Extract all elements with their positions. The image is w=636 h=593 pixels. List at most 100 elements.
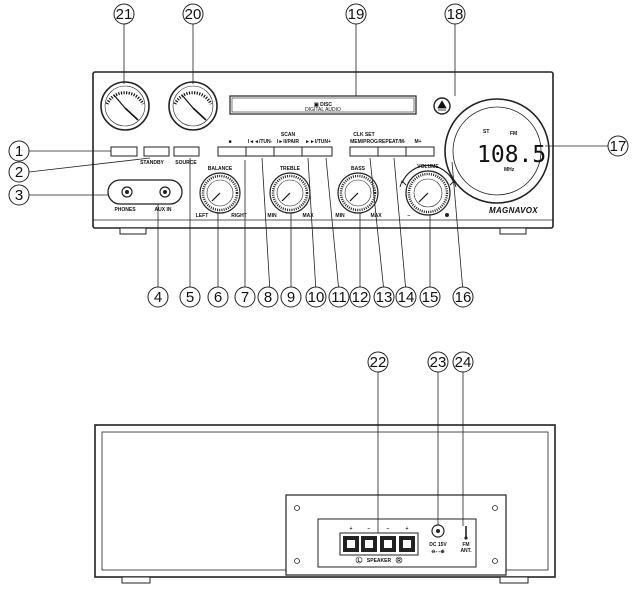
eject-button[interactable] [433,97,451,115]
svg-text:21: 21 [116,6,133,23]
speaker-r-marker [395,556,403,564]
label-mem-prog: MEM/PROG [350,139,378,145]
dc-in-jack[interactable] [431,524,445,538]
display-window: ST FM 108.5 MHz [444,98,550,204]
label-stop: ■ [228,139,231,145]
label-next: ►►I/TUN+ [305,139,331,145]
svg-text:15: 15 [422,289,439,306]
callout-15: 15 [419,286,441,308]
label-scan: SCAN [281,132,296,138]
svg-text:2: 2 [15,164,23,181]
display-unit: MHz [504,167,515,173]
label-standby: STANDBY [140,160,164,166]
label-aux-in: AUX IN [155,207,172,213]
svg-text:23: 23 [430,354,447,371]
callout-1: 1 [8,140,30,162]
display-frequency: 108.5 [477,142,546,168]
callout-19: 19 [345,3,367,25]
volume-knob[interactable] [399,164,457,216]
label-vol-minus: − [408,213,411,219]
play-pause-pair-button[interactable] [273,146,303,157]
label-treble: TREBLE [280,166,301,172]
prev-tun-minus-button[interactable] [245,146,275,157]
vu-meter-left [100,81,150,131]
svg-text:20: 20 [185,6,202,23]
svg-text:10: 10 [308,289,325,306]
callout-14: 14 [395,286,417,308]
next-tun-plus-button[interactable] [301,146,333,157]
display-fm: FM [510,131,517,137]
label-pair: I►II/PAIR [277,139,299,145]
clk-set-mem-prog-button[interactable] [349,146,379,157]
svg-text:22: 22 [370,354,387,371]
fm-ant-label-2: ANT. [460,548,472,554]
fm-antenna-connector[interactable] [464,526,468,540]
callout-13: 13 [373,286,395,308]
label-phones: PHONES [114,207,136,213]
power-button[interactable] [110,146,138,157]
callout-10: 10 [305,286,327,308]
callout-11: 11 [328,286,350,308]
label-mplus: M+ [414,139,421,145]
speaker-label: SPEAKER [367,558,392,564]
bass-knob[interactable] [337,172,379,214]
callout-20: 20 [182,3,204,25]
svg-text:18: 18 [447,6,464,23]
svg-text:7: 7 [241,289,249,306]
callout-24: 24 [452,351,474,373]
stop-button[interactable] [217,146,247,157]
callout-4: 4 [147,286,169,308]
label-treble-min: MIN [267,213,277,219]
label-prev: I◄◄/TUN- [248,139,273,145]
svg-text:4: 4 [154,289,162,306]
svg-text:9: 9 [287,289,295,306]
svg-text:8: 8 [264,289,272,306]
svg-text:19: 19 [348,6,365,23]
callout-9: 9 [280,286,302,308]
callout-16: 16 [452,286,474,308]
svg-text:16: 16 [455,289,472,306]
speaker-l: L [357,558,360,564]
callout-22: 22 [367,351,389,373]
svg-text:6: 6 [214,289,222,306]
rear-leader-lines [377,370,464,533]
source-button[interactable] [173,146,200,157]
vu-meter-right [168,81,218,131]
cd-slot: ▣ DISC DIGITAL AUDIO [229,95,417,115]
label-right: RIGHT [231,213,247,219]
speaker-terminals[interactable] [339,532,419,556]
svg-text:3: 3 [15,187,23,204]
callout-23: 23 [427,351,449,373]
svg-text:5: 5 [186,289,194,306]
jack-panel [107,179,183,205]
speaker-plus-right: + [406,526,409,532]
svg-text:12: 12 [352,289,369,306]
label-source: SOURCE [175,160,197,166]
treble-knob[interactable] [269,172,311,214]
svg-text:1: 1 [15,143,23,160]
label-clk-set: CLK SET [353,132,374,138]
label-bass: BASS [351,166,366,172]
label-left: LEFT [196,213,209,219]
standby-button[interactable] [143,146,170,157]
callout-7: 7 [234,286,256,308]
speaker-minus-left: − [368,526,371,532]
callout-2: 2 [8,161,30,183]
cd-sub: DIGITAL AUDIO [305,107,341,113]
speaker-minus-right: − [387,526,390,532]
callout-3: 3 [8,184,30,206]
label-volume: VOLUME [417,164,439,170]
callout-21: 21 [113,3,135,25]
label-treble-max: MAX [302,213,314,219]
label-balance: BALANCE [208,166,233,172]
button-row [110,146,435,157]
brand-logo: MAGNAVOX [489,206,538,215]
repeat-m-minus-button[interactable] [377,146,407,157]
m-plus-button[interactable] [405,146,435,157]
callout-markers: 21 20 19 18 1 2 3 4 5 6 7 8 9 10 11 12 1… [8,3,629,308]
speaker-r: R [397,558,401,564]
fm-ant-label-1: FM [462,542,469,548]
front-leader-lines [28,24,608,293]
balance-knob[interactable] [199,172,241,214]
